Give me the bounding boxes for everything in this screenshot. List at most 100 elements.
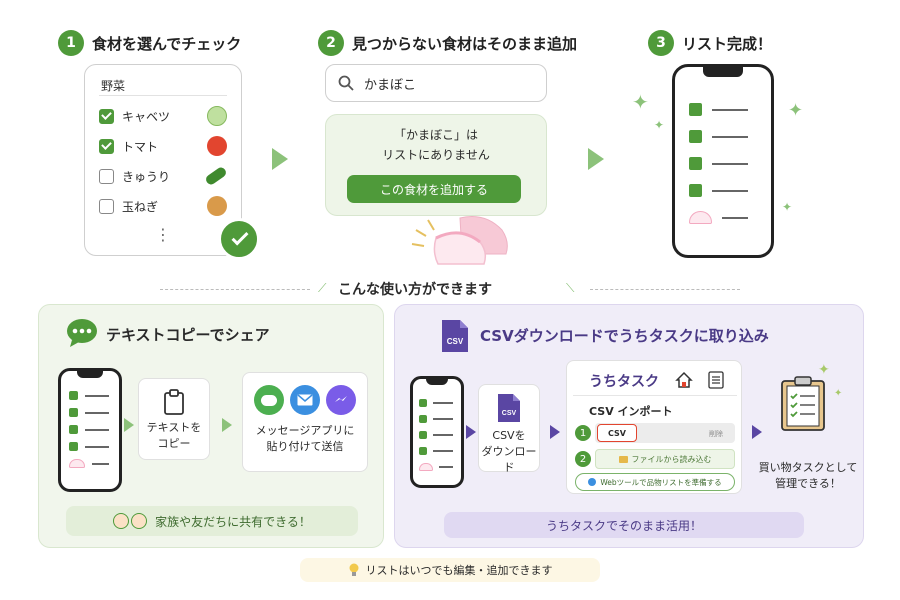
step-number: 2 [575, 451, 591, 467]
item-label: 玉ねぎ [122, 199, 159, 214]
checkbox-checked-icon [419, 415, 427, 423]
phone-list-row [419, 415, 453, 423]
sparkle-icon: ✦ [782, 200, 793, 214]
phone-list-row [69, 425, 109, 434]
search-input[interactable]: かまぼこ [325, 64, 547, 102]
arrow-right-icon [588, 148, 604, 170]
globe-icon [588, 478, 597, 486]
tomato-icon [207, 136, 227, 156]
app-name: うちタスク [589, 374, 659, 390]
step-title: リスト完成！ [682, 34, 773, 53]
message-label-2: 貼り付けて送信 [266, 440, 344, 453]
step-number: 3 [648, 30, 674, 56]
sparkle-icon: ✦ [818, 362, 830, 378]
csv-title: CSVダウンロードでうちタスクに取り込み [480, 327, 769, 345]
item-label: キャベツ [122, 109, 171, 124]
list-line [712, 162, 748, 165]
checkbox-checked-icon [69, 408, 78, 417]
tip-bar: リストはいつでも編集・追加できます [300, 558, 600, 582]
checkbox-checked-icon [419, 447, 427, 455]
sparkle-icon: ✦ [834, 388, 843, 399]
step-title: 見つからない食材はそのまま追加 [352, 34, 578, 53]
list-line [712, 108, 748, 111]
list-line [85, 428, 109, 431]
line-app-icon [254, 385, 284, 415]
delete-button[interactable]: 削除 [709, 430, 723, 438]
step-title: 食材を選んでチェック [92, 34, 242, 53]
list-item[interactable]: きゅうり [99, 161, 228, 191]
kamaboko-icon [69, 459, 109, 468]
list-icon[interactable] [707, 371, 725, 389]
not-found-line-2: リストにありません [382, 148, 490, 162]
share-benefit-bar: 家族や友だちに共有できる！ [66, 506, 358, 536]
checkbox[interactable] [99, 138, 114, 154]
arrow-right-icon [466, 425, 476, 439]
kamaboko-icon [419, 463, 454, 471]
step-2-heading: 2 見つからない食材はそのまま追加 [318, 30, 577, 56]
checkbox-checked-icon [419, 399, 427, 407]
lightbulb-icon [349, 563, 358, 576]
download-label-2: ダウンロード [481, 445, 537, 474]
step-number: 1 [58, 30, 84, 56]
phone-list-row [419, 447, 453, 455]
divider-line [590, 289, 740, 290]
big-check-icon [218, 218, 260, 260]
checkbox-checked-icon [419, 431, 427, 439]
csv-file-chip[interactable]: CSV [597, 424, 637, 442]
add-food-button[interactable]: この食材を追加する [347, 175, 521, 203]
read-file-label: ファイルから読み込む [631, 454, 712, 464]
checkbox[interactable] [99, 168, 114, 184]
kamaboko-icon [689, 211, 748, 224]
list-item[interactable]: キャベツ [99, 101, 227, 131]
divider [99, 95, 227, 96]
onion-icon [207, 196, 227, 216]
csv-download-box[interactable]: CSV CSVを ダウンロード [478, 384, 540, 474]
copy-label-1: テキストを [146, 421, 202, 434]
folder-icon [618, 455, 628, 463]
list-item[interactable]: 玉ねぎ [99, 191, 227, 221]
step-3-heading: 3 リスト完成！ [648, 30, 772, 56]
veg-list: キャベツ トマト きゅうり 玉ねぎ [99, 101, 228, 221]
download-label-1: CSVを [492, 429, 526, 442]
read-file-button[interactable]: ファイルから読み込む [595, 449, 735, 469]
arrow-right-icon [222, 418, 232, 432]
checkbox[interactable] [99, 108, 114, 124]
svg-text:CSV: CSV [502, 410, 517, 417]
home-icon[interactable] [675, 371, 693, 389]
usage-heading: こんな使い方ができます [338, 282, 492, 298]
arrow-right-icon [550, 425, 560, 439]
arrow-right-icon [752, 425, 762, 439]
search-icon [338, 75, 354, 91]
chat-bubble-icon [67, 319, 97, 347]
step-number: 2 [318, 30, 344, 56]
phone-list-row [419, 399, 453, 407]
csv-file-icon: CSV [498, 394, 520, 422]
accent-icon: ⟍ [566, 281, 575, 295]
phone-list-row [689, 130, 748, 143]
not-found-line-1: 「かまぼこ」は [393, 128, 478, 142]
clipboard-icon [164, 389, 184, 415]
checkbox[interactable] [99, 198, 114, 214]
arrow-right-icon [272, 148, 288, 170]
list-item[interactable]: トマト [99, 131, 227, 161]
search-value: かまぼこ [364, 77, 417, 93]
phone-list-row [419, 431, 453, 439]
message-app-box[interactable]: メッセージアプリに 貼り付けて送信 [242, 372, 368, 472]
phone-mockup [410, 376, 464, 488]
phone-list-row [69, 442, 109, 451]
copy-text-box[interactable]: テキストを コピー [138, 378, 210, 460]
result-line-1: 買い物タスクとして [758, 461, 858, 474]
family-icon [113, 513, 148, 529]
messenger-icon [326, 385, 356, 415]
step-1-heading: 1 食材を選んでチェック [58, 30, 241, 56]
checkbox-checked-icon [689, 157, 702, 170]
clipboard-checklist-icon [781, 376, 825, 431]
phone-list-row [689, 184, 748, 197]
checkbox-checked-icon [689, 184, 702, 197]
import-title: CSV インポート [589, 405, 673, 418]
web-tool-button[interactable]: Webツールで品物リストを準備する [575, 473, 735, 491]
more-icon[interactable]: ⋮ [155, 225, 171, 244]
csv-benefit-bar: うちタスクでそのまま活用！ [444, 512, 804, 538]
list-line [712, 135, 748, 138]
checkbox-checked-icon [69, 425, 78, 434]
